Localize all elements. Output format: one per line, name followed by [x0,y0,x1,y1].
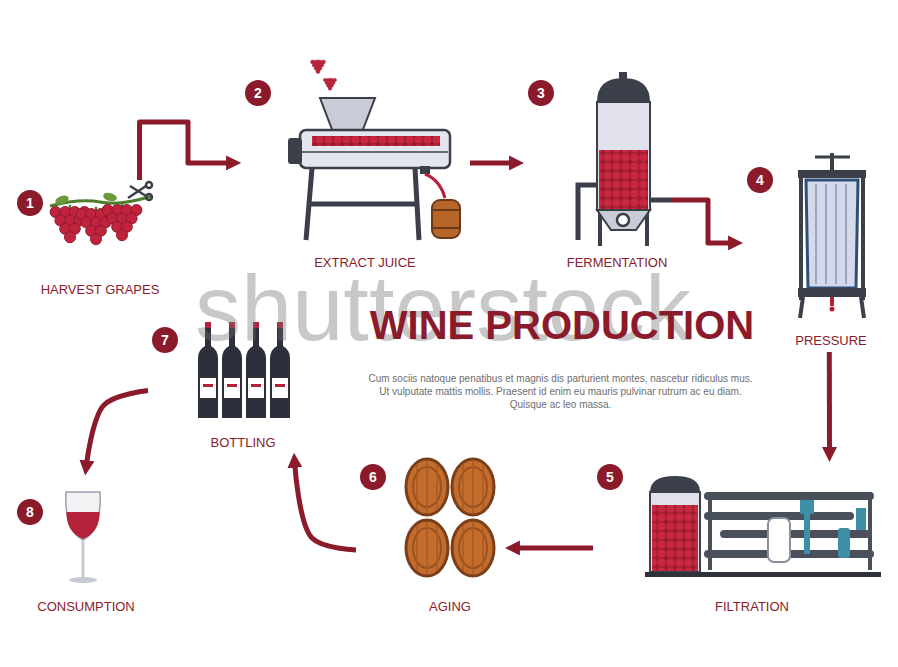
barrel [452,520,494,576]
step-number: 1 [17,190,43,216]
pump-part [856,508,866,530]
glass-bowl [66,492,100,540]
tank-grapes [652,505,698,571]
base-plate [645,572,881,577]
step-number: 5 [597,464,623,490]
pipe [650,198,672,203]
wine-glass-illustration [66,492,100,583]
spout [420,166,430,174]
filter-cartridge [768,518,790,562]
pruning-shears [128,182,152,200]
flow-arrow [672,200,733,243]
leaf [54,194,70,206]
glass-base [69,577,97,583]
fermentation-tank-illustration [578,72,672,246]
process-step: 7BOTTLING [148,318,300,453]
shear-blade [130,186,146,196]
barrels-illustration [406,459,494,576]
barrel-hoops [433,210,459,228]
crushed-grapes [312,136,440,146]
tank-body [597,102,650,210]
leaf [102,191,118,202]
process-step: 8CONSUMPTION [13,475,160,617]
barrel [406,459,448,515]
frame-posts [710,492,870,570]
press-top-bar [798,170,866,178]
flow-arrow [515,545,593,550]
step-label: EXTRACT JUICE [314,255,416,271]
wine-press-illustration [798,153,866,318]
grape-vine-illustration [50,182,152,245]
flow-arrow [140,122,231,180]
press-basket [806,180,858,288]
press-legs [800,297,864,318]
step-label: HARVEST GRAPES [41,282,160,298]
step-label: BOTTLING [210,435,275,451]
press-posts [801,170,863,300]
step-number: 7 [152,327,178,353]
step-label: PRESSURE [795,333,867,349]
motor [288,138,302,164]
filter-tank [650,492,700,572]
shear-blade [128,186,146,198]
process-step: 6AGING [356,455,505,617]
barrel [452,459,494,515]
tank-cone [597,210,650,230]
process-step: 1HARVEST GRAPES [13,180,170,300]
process-step: 3FERMENTATION [524,70,672,278]
pump-part [804,514,810,554]
barrel [406,520,448,576]
valve [617,214,629,226]
step-number: 8 [17,499,43,525]
tube [704,492,874,500]
filtration-illustration [645,476,881,577]
glass-stem [82,540,85,578]
small-barrel [432,200,460,238]
pump-part [800,500,814,514]
flow-arrow [295,463,356,550]
flow-arrow [86,390,148,465]
juice-drop [830,307,835,312]
pipe [578,185,597,240]
process-step: 5FILTRATION [593,462,885,617]
flow-arrow [827,352,832,452]
grape-bunch [323,78,336,91]
juice-drip [830,297,834,306]
process-step: 4PRESSURE [743,150,880,352]
shear-handle [146,194,152,200]
crusher-drum [300,130,450,168]
press-base [798,288,866,297]
step-number: 2 [245,80,271,106]
step-number: 3 [528,80,554,106]
tank-dome [597,78,650,102]
step-label: FERMENTATION [567,255,668,271]
pump-part [838,528,850,558]
machine-legs [306,168,419,240]
step-number: 6 [360,464,386,490]
step-number: 4 [747,167,773,193]
drum-band [302,151,448,153]
tank-knob [619,72,627,79]
tank-cap [650,476,700,492]
crusher-illustration [288,59,460,240]
wine [66,512,99,539]
juice-stream [425,174,445,198]
shear-handle [146,182,152,188]
step-label: CONSUMPTION [37,599,135,615]
grape-bunch [311,59,326,73]
grape-bunch [102,203,142,241]
diagram-title: WINE PRODUCTION [370,303,754,347]
process-step: 2EXTRACT JUICE [241,75,470,278]
body-text: Cum sociis natoque penatibus et magnis d… [368,372,753,411]
step-label: AGING [429,599,471,615]
flow-arrow [470,160,514,165]
step-label: FILTRATION [715,599,789,615]
fermenting-grapes [599,150,648,209]
basket-slats [816,184,846,284]
hopper [320,98,375,132]
